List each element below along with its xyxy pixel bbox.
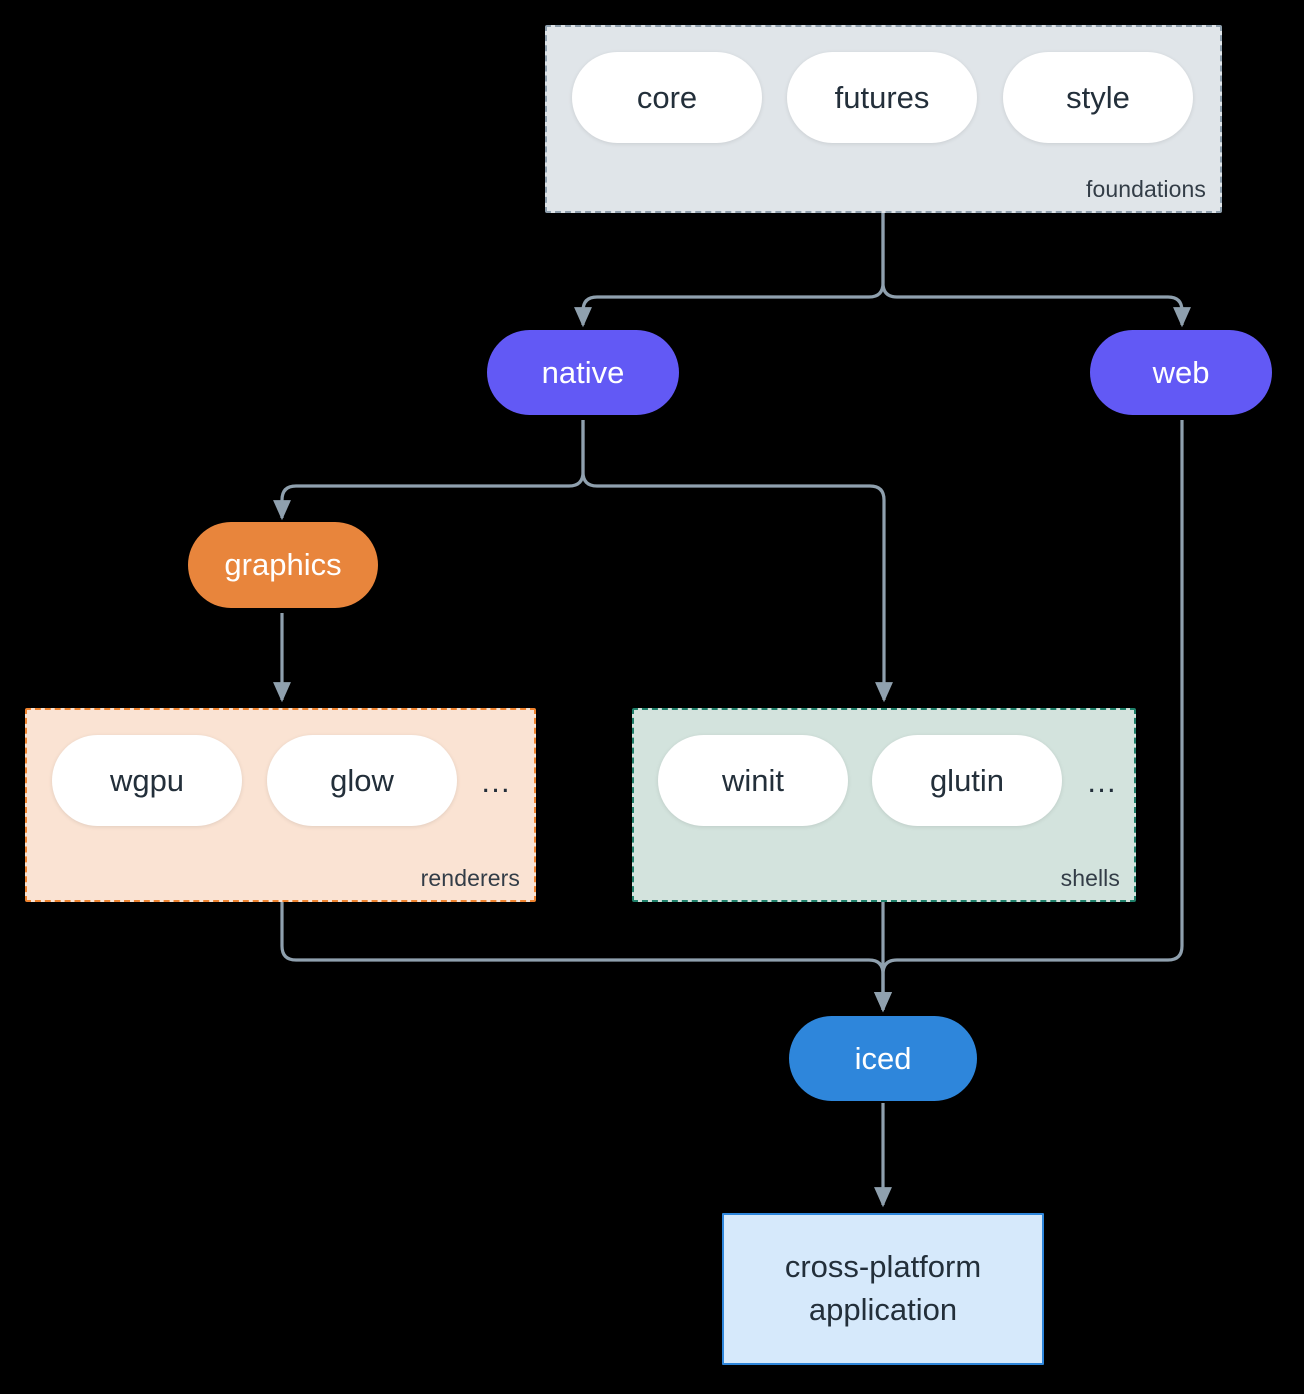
cluster-shells-label: shells xyxy=(1060,865,1120,891)
edge-renderers-iced xyxy=(280,902,892,1013)
node-graphics[interactable]: graphics xyxy=(188,522,378,608)
application-line-1: cross-platform xyxy=(784,1249,982,1285)
leaf-glutin[interactable]: glutin xyxy=(872,735,1062,826)
application-line-2: application xyxy=(808,1292,958,1327)
edge-foundations-native xyxy=(574,213,885,328)
ellipsis-renderers: … xyxy=(480,764,512,799)
leaf-style[interactable]: style xyxy=(1003,52,1193,143)
node-iced[interactable]: iced xyxy=(789,1016,977,1101)
leaf-wgpu[interactable]: wgpu xyxy=(52,735,242,826)
leaf-winit[interactable]: winit xyxy=(658,735,848,826)
cluster-renderers-label: renderers xyxy=(420,865,520,891)
leaf-futures[interactable]: futures xyxy=(787,52,977,143)
node-web[interactable]: web xyxy=(1090,330,1272,415)
cluster-foundations-label: foundations xyxy=(1085,176,1206,202)
edge-web-iced xyxy=(874,420,1184,1013)
ellipsis-shells: … xyxy=(1086,764,1118,799)
leaf-core[interactable]: core xyxy=(572,52,762,143)
node-cross-platform-application[interactable]: cross-platform application xyxy=(722,1213,1044,1365)
node-native[interactable]: native xyxy=(487,330,679,415)
edge-native-graphics xyxy=(273,420,585,521)
leaf-glow[interactable]: glow xyxy=(267,735,457,826)
edge-foundations-web xyxy=(881,213,1191,328)
edge-native-shells xyxy=(581,420,893,703)
